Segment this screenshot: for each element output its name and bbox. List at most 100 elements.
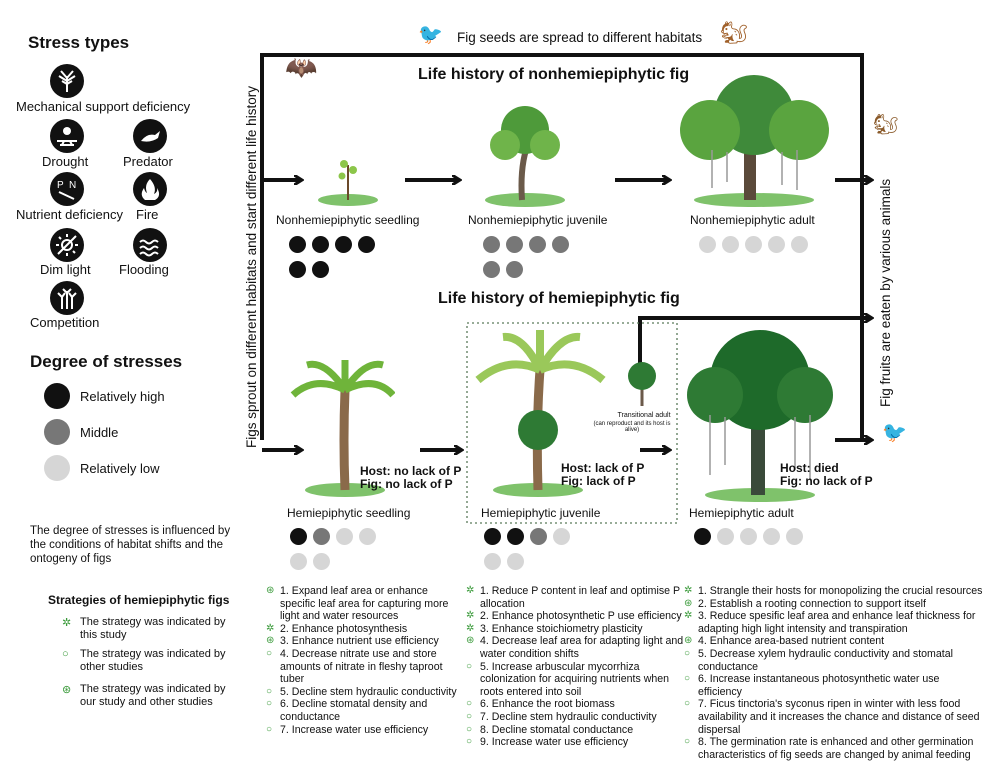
strategy-text: 1. Expand leaf area or enhance specific … [280, 585, 449, 623]
strategy-mark: ○ [466, 660, 473, 672]
strategy-item: ✲ 3. Enhance stoichiometry plasticity [466, 623, 686, 636]
strategy-mark: ✲ [466, 585, 475, 596]
strategy-text: 1. Strangle their hosts for monopolizing… [698, 585, 983, 597]
flooding-icon [133, 228, 167, 262]
transitional-adult-sub: (can reproduct and its host is alive) [593, 421, 671, 433]
strategy-text: 3. Enhance stoichiometry plasticity [480, 622, 643, 635]
strategy-mark: ⊛ [684, 635, 693, 647]
strategy-mark: ⊛ [266, 585, 275, 596]
left-caption: Figs sprout on different habitats and st… [244, 86, 259, 448]
hemi-adult-illustration [687, 330, 833, 502]
nonhemi-adult-illustration [680, 75, 829, 207]
bird-icon: 🐦 [418, 24, 443, 46]
stress-dot [335, 236, 352, 254]
strategy-text: 7. Decline stem hydraulic conductivity [480, 710, 657, 723]
stress-dot [763, 528, 780, 546]
stress-dot [290, 553, 307, 570]
degree-low-label: Relatively low [80, 461, 160, 476]
strategy-item: ⊛ 2. Establish a rooting connection to su… [684, 598, 984, 611]
stress-dot [768, 236, 785, 254]
nonhemi-title: Life history of nonhemiepiphytic fig [418, 66, 690, 83]
stress-label-drought: Drought [42, 154, 89, 169]
top-caption: Fig seeds are spread to different habita… [457, 30, 703, 45]
stress-types-title: Stress types [28, 33, 130, 52]
strategy-text: 5. Decline stem hydraulic conductivity [280, 685, 457, 698]
key-mark-this-study: ✲ [62, 617, 72, 629]
strategy-item: ⊛4. Decrease leaf area for adapting ligh… [466, 635, 686, 660]
stress-dot [289, 236, 306, 254]
strategy-item: ⊛ 1. Expand leaf area or enhance specific… [266, 585, 466, 623]
stress-row-nonhemi-adult [696, 236, 856, 254]
degree-note: The degree of stresses is influenced by … [30, 525, 231, 565]
strategy-item: ○9. Increase water use efficiency [466, 736, 686, 749]
strategy-text: 3. Reduce spesific leaf area and enhance… [698, 610, 976, 635]
predator-icon [133, 119, 167, 153]
stress-dot [722, 236, 739, 254]
stress-dot [717, 528, 734, 546]
stress-dot [312, 261, 329, 278]
fire-icon [133, 172, 167, 206]
strategy-item: ○ 8. Decline stomatal conductance [466, 724, 686, 737]
stress-row-hemi-seedling [287, 528, 427, 570]
strategy-text: 6. Decline stomatal density and conducta… [280, 698, 428, 723]
strategy-text: 8. Decline stomatal conductance [480, 723, 634, 736]
strategy-item: ○5. Decline stem hydraulic conductivity [266, 686, 466, 699]
stress-dot [290, 528, 307, 546]
cond-juvenile-host: Host: lack of P [561, 461, 645, 475]
cond-adult-host: Host: died [780, 461, 839, 475]
strategy-mark: ✲ [684, 610, 693, 622]
degree-middle-label: Middle [80, 425, 119, 440]
stress-dot [552, 236, 569, 254]
strategy-mark: ✲ [684, 585, 693, 596]
stress-label-nutrient: Nutrient deficiency [16, 207, 123, 222]
degree-low-swatch [44, 455, 70, 481]
stage-hemi-adult: Hemiepiphytic adult [689, 506, 794, 520]
strategy-text: 7. Ficus tinctoria's syconus ripen in wi… [698, 698, 980, 736]
strategy-item: ✲1. Reduce P content in leaf and optimis… [466, 585, 686, 610]
strategy-text: 2. Establish a rooting connection to sup… [698, 597, 926, 610]
stress-dot [506, 261, 523, 278]
degree-middle-swatch [44, 419, 70, 445]
strategy-item: ⊛3. Enhance nutrient use efficiency [266, 635, 466, 648]
stress-dot [506, 236, 523, 254]
stress-dot [791, 236, 808, 254]
strategy-mark: ○ [466, 698, 473, 710]
strategy-text: 2. Enhance photosynthetic P use efficien… [480, 610, 682, 623]
strategy-text: 5. Decrease xylem hydraulic conductivity… [698, 647, 953, 673]
strategy-item: ✲ 3. Reduce spesific leaf area and enhanc… [684, 610, 984, 635]
strategy-mark: ⊛ [684, 597, 693, 609]
strategy-item: ✲2. Enhance photosynthesis [266, 623, 466, 636]
strategy-mark: ✲ [466, 622, 475, 634]
flow-arrows [260, 53, 1000, 524]
key-other-studies: The strategy was indicated by other stud… [80, 648, 226, 673]
strategy-item: ⊛ 4. Enhance area-based nutrient content [684, 635, 984, 648]
stress-dot [336, 528, 353, 546]
drought-icon [50, 119, 84, 153]
stress-row-hemi-adult [691, 528, 851, 546]
svg-text:N: N [69, 180, 76, 191]
strategy-item: ○6. Decline stomatal density and conduct… [266, 698, 466, 723]
strategy-item: ✲2. Enhance photosynthetic P use efficie… [466, 610, 686, 623]
stress-label-competition: Competition [30, 315, 100, 330]
hemi-seedling-illustration [290, 360, 395, 497]
hemi-title: Life history of hemiepiphytic fig [438, 290, 680, 307]
hemi-juvenile-illustration [475, 330, 606, 497]
cond-seedling-host: Host: no lack of P [360, 464, 462, 478]
stress-label-predator: Predator [123, 154, 173, 169]
strategy-text: 9. Increase water use efficiency [480, 736, 629, 749]
stress-dot [694, 528, 711, 546]
degree-high-label: Relatively high [80, 389, 165, 404]
strategy-text: 5. Increase arbuscular mycorrhiza coloni… [480, 660, 670, 698]
key-this-study: The strategy was indicated by this study [80, 616, 226, 641]
strategy-item: ✲ 1. Strangle their hosts for monopolizin… [684, 585, 984, 598]
stress-row-nonhemi-seedling [286, 236, 426, 278]
cond-adult-fig: Fig: no lack of P [780, 474, 873, 488]
stage-nonhemi-seedling: Nonhemiepiphytic seedling [276, 213, 420, 227]
cond-seedling-fig: Fig: no lack of P [360, 477, 453, 491]
strategy-text: 4. Enhance area-based nutrient content [698, 635, 885, 648]
strategy-mark: ✲ [266, 622, 275, 634]
strategy-mark: ○ [466, 723, 473, 735]
cond-juvenile-fig: Fig: lack of P [561, 474, 636, 488]
key-both: The strategy was indicated by our study … [80, 683, 226, 708]
degree-high-swatch [44, 383, 70, 409]
